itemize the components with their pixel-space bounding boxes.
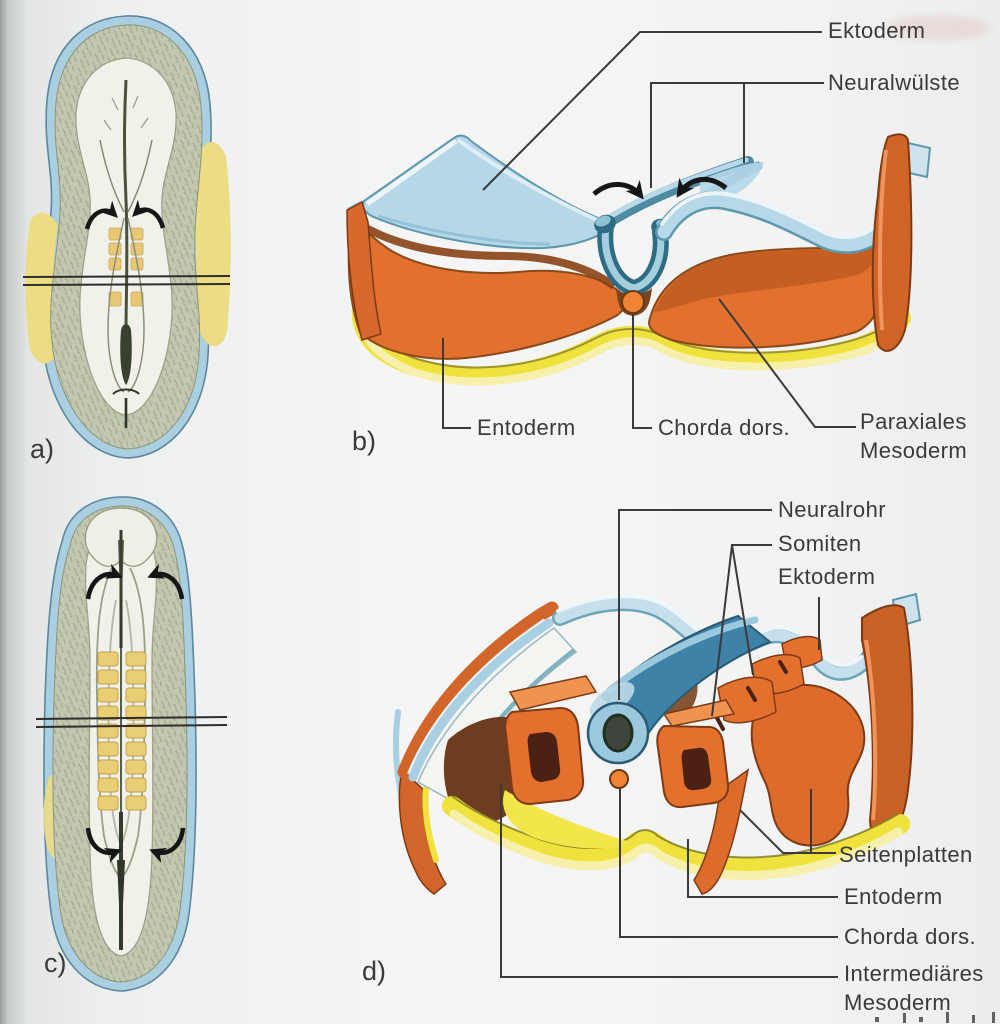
section-b-neural-groove <box>597 218 669 297</box>
label-ektoderm-b: Ektoderm <box>828 18 926 43</box>
label-seitenplatten: Seitenplatten <box>839 842 973 867</box>
leader-paraxiales <box>718 298 856 428</box>
section-b-sheet-lower-edge <box>377 214 551 246</box>
section-d-blade-highlight <box>864 639 878 821</box>
embryo-c-fold-arrows <box>85 563 186 864</box>
label-entoderm-d: Entoderm <box>844 884 943 909</box>
label-entoderm-b: Entoderm <box>477 415 576 440</box>
section-b-cutface-left <box>346 200 382 341</box>
section-d-somite-front-right <box>656 699 736 809</box>
section-d-somite-left <box>504 675 598 806</box>
label-intermediaeres-line2: Mesoderm <box>844 990 952 1015</box>
section-b-mesoderm-right-shading <box>654 245 878 312</box>
section-d-chorda-dorsalis <box>609 769 629 789</box>
label-paraxiales-mesoderm: Paraxiales Mesoderm <box>860 407 967 465</box>
label-neuralrohr: Neuralrohr <box>778 497 886 522</box>
section-d-seitenplatte-mass <box>750 684 866 847</box>
section-d-neuralrohr <box>586 614 772 765</box>
section-b-sheet-top-rim <box>456 138 607 226</box>
section-b-entoderm-layer <box>351 291 911 386</box>
embryo-a-section-line <box>22 275 231 286</box>
embryo-a-yolk-right <box>195 141 231 347</box>
embryo-c-illustration <box>35 496 228 992</box>
embryo-c-section-line <box>35 716 228 728</box>
leader-ektoderm-b <box>482 31 822 191</box>
panel-letter-b: b) <box>352 426 377 456</box>
section-d-illustration <box>393 592 922 895</box>
label-ektoderm-d: Ektoderm <box>778 564 876 589</box>
embryo-a-primitive-node <box>120 324 132 385</box>
section-b-blade-highlight <box>877 149 888 331</box>
panel-letter-c: c) <box>44 948 67 978</box>
section-d-entoderm-layer <box>442 790 910 880</box>
label-paraxiales-line2: Mesoderm <box>860 438 968 463</box>
label-chorda-d: Chorda dors. <box>844 924 976 949</box>
page-ghosting <box>886 15 990 41</box>
leader-intermediaeres <box>500 784 838 978</box>
section-b-ektoderm-left-sheet <box>362 134 614 250</box>
label-neuralwuelste: Neuralwülste <box>828 70 960 95</box>
embryo-a-yolk-left <box>25 212 58 364</box>
panel-letter-d: d) <box>362 956 387 986</box>
leader-chorda-b <box>632 314 652 429</box>
cutoff-text-fragments <box>875 1012 995 1023</box>
leader-neuralrohr <box>618 509 772 700</box>
embryo-c-somites <box>97 651 147 811</box>
section-d-plate-tail <box>693 768 750 895</box>
label-intermediaeres-line1: Intermediäres <box>844 961 984 986</box>
embryo-a-border-texture <box>50 24 203 450</box>
section-b-illustration <box>346 133 932 386</box>
label-chorda-b: Chorda dors. <box>658 415 790 440</box>
section-b-sheet-cut-rim <box>365 138 458 207</box>
embryo-c-midline <box>117 530 125 950</box>
label-somiten: Somiten <box>778 531 862 556</box>
embryo-a-midline-groove <box>99 79 153 393</box>
section-b-fold-lip-left-top <box>595 215 611 227</box>
label-paraxiales-line1: Paraxiales <box>860 409 967 434</box>
leader-somiten <box>711 544 772 717</box>
section-b-chorda-dorsalis <box>621 290 645 314</box>
embryo-a-primitive-streak <box>112 388 140 428</box>
leader-entoderm-d <box>687 839 838 898</box>
leader-entoderm-b <box>442 338 471 429</box>
leader-neuralwuelste <box>650 82 824 188</box>
panel-letter-a: a) <box>30 434 55 464</box>
embryo-a-illustration <box>22 15 231 459</box>
leader-lines <box>442 31 856 978</box>
section-b-ektoderm-right-sheet <box>655 191 900 254</box>
section-b-mesoderm-left-shading <box>353 218 617 290</box>
embryo-a-fold-arrows <box>84 199 166 230</box>
label-intermediaeres-mesoderm: Intermediäres Mesoderm <box>844 959 984 1017</box>
section-b-fold-back-sheet <box>700 162 764 201</box>
leader-seitenplatten <box>739 789 836 854</box>
section-b-fold-arrows <box>592 177 728 200</box>
section-d-blade-right <box>861 604 914 842</box>
section-d-somite-row <box>714 635 823 731</box>
leader-chorda-d <box>619 788 838 938</box>
